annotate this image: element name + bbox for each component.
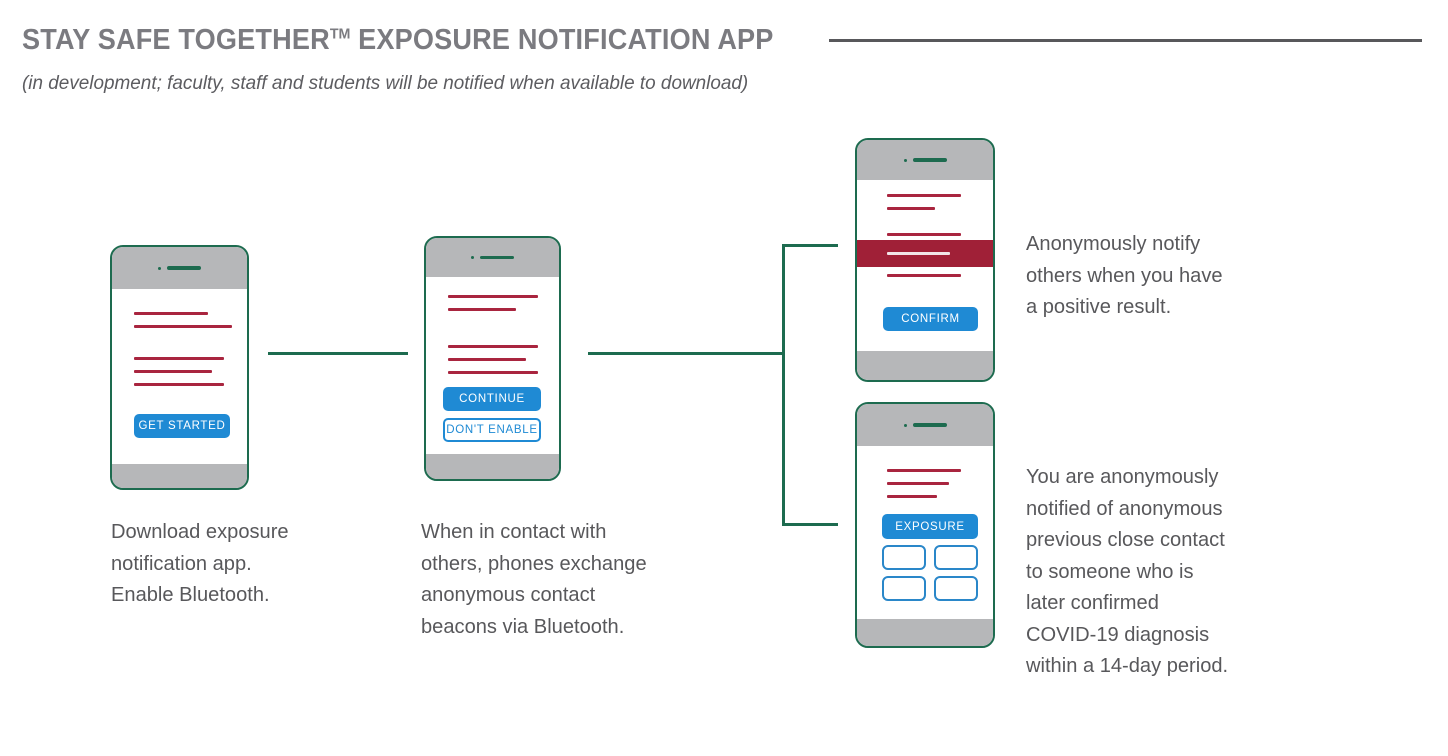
speaker-bar-icon [167, 266, 201, 270]
page-title-suffix: EXPOSURE NOTIFICATION APP [350, 23, 774, 56]
speaker-bar-icon [480, 255, 514, 260]
phone-status-bar [426, 238, 559, 277]
caption-step3-line: a positive result. [1026, 295, 1172, 318]
get-started-button[interactable]: GET STARTED [134, 414, 230, 438]
page-title-text: STAY SAFE TOGETHERTM EXPOSURE NOTIFICATI… [22, 24, 774, 57]
caption-step4: You are anonymously notified of anonymou… [1026, 461, 1320, 682]
alert-highlight-band [857, 240, 993, 267]
caption-step2-line: anonymous contact [421, 583, 596, 606]
caption-step2-line: When in contact with [421, 520, 607, 543]
caption-step4-line: later confirmed [1026, 591, 1159, 614]
connector-step1-step2 [268, 352, 408, 355]
text-line [448, 358, 526, 361]
alert-band-line [887, 252, 950, 255]
exposure-grid-cell[interactable] [934, 545, 978, 570]
text-line [887, 207, 935, 210]
phone-status-bar [857, 140, 993, 180]
phone-screen: CONFIRM [857, 180, 993, 355]
phone-get-started: GET STARTED [110, 245, 249, 490]
text-line [134, 325, 232, 328]
camera-dot-icon [903, 158, 907, 162]
caption-step3-line: others when you have [1026, 263, 1223, 287]
text-line [887, 233, 961, 236]
camera-dot-icon [903, 423, 907, 427]
phone-home-bar [857, 619, 993, 646]
exposure-button[interactable]: EXPOSURE [882, 514, 978, 539]
caption-step4-line: to someone who is [1026, 559, 1194, 583]
text-line [887, 274, 961, 277]
exposure-grid-cell[interactable] [882, 545, 926, 570]
camera-dot-icon [158, 266, 161, 270]
phone-status-bar [857, 404, 993, 446]
title-rule [829, 38, 1422, 42]
connector-branch-spine [782, 244, 785, 526]
connector-branch-bottom [782, 523, 838, 526]
text-line [448, 371, 538, 374]
camera-dot-icon [471, 256, 474, 259]
phone-status-bar [112, 247, 247, 289]
phone-confirm-positive: CONFIRM [855, 138, 995, 382]
page-subtitle: (in development; faculty, staff and stud… [22, 72, 749, 94]
dont-enable-button[interactable]: DON'T ENABLE [443, 418, 541, 442]
speaker-bar-icon [912, 158, 947, 162]
text-line [134, 383, 224, 386]
caption-step2-line: others, phones exchange [421, 551, 647, 575]
exposure-grid-cell[interactable] [882, 576, 926, 601]
continue-button[interactable]: CONTINUE [443, 387, 541, 411]
speaker-bar-icon [912, 423, 947, 427]
trademark-symbol: TM [329, 25, 351, 42]
caption-step4-line: You are anonymously [1026, 465, 1219, 488]
caption-step4-line: COVID-19 diagnosis [1026, 622, 1210, 646]
text-line [134, 357, 224, 360]
text-line [887, 194, 961, 197]
phone-home-bar [857, 351, 993, 380]
caption-step3: Anonymously notify others when you have … [1026, 228, 1320, 323]
confirm-button[interactable]: CONFIRM [883, 307, 978, 331]
phone-screen: EXPOSURE [857, 446, 993, 623]
phone-screen: CONTINUE DON'T ENABLE [426, 277, 559, 458]
text-line [448, 308, 516, 311]
text-line [887, 482, 949, 485]
page-title: STAY SAFE TOGETHERTM EXPOSURE NOTIFICATI… [22, 22, 1422, 58]
connector-step2-branch [588, 352, 784, 355]
text-line [448, 295, 538, 298]
phone-screen: GET STARTED [112, 289, 247, 468]
text-line [887, 469, 961, 472]
text-line [134, 312, 208, 315]
phone-exposure-alert: EXPOSURE [855, 402, 995, 648]
phone-home-bar [426, 454, 559, 479]
text-line [887, 495, 937, 498]
text-line [448, 345, 538, 348]
exposure-grid-cell[interactable] [934, 576, 978, 601]
page-title-main: STAY SAFE TOGETHER [22, 23, 330, 56]
caption-step4-line: previous close contact [1026, 528, 1225, 551]
caption-step4-line: within a 14-day period. [1026, 654, 1229, 677]
caption-step1-line: notification app. [111, 551, 252, 575]
caption-step1-line: Download exposure [111, 520, 289, 543]
caption-step3-line: Anonymously notify [1026, 232, 1201, 255]
connector-branch-top [782, 244, 838, 247]
phone-enable-bluetooth: CONTINUE DON'T ENABLE [424, 236, 561, 481]
caption-step2-line: beacons via Bluetooth. [421, 614, 625, 638]
caption-step4-line: notified of anonymous [1026, 496, 1223, 520]
text-line [134, 370, 212, 373]
caption-step2: When in contact with others, phones exch… [421, 516, 725, 642]
phone-home-bar [112, 464, 247, 488]
caption-step1-line: Enable Bluetooth. [111, 583, 270, 606]
caption-step1: Download exposure notification app. Enab… [111, 516, 405, 611]
